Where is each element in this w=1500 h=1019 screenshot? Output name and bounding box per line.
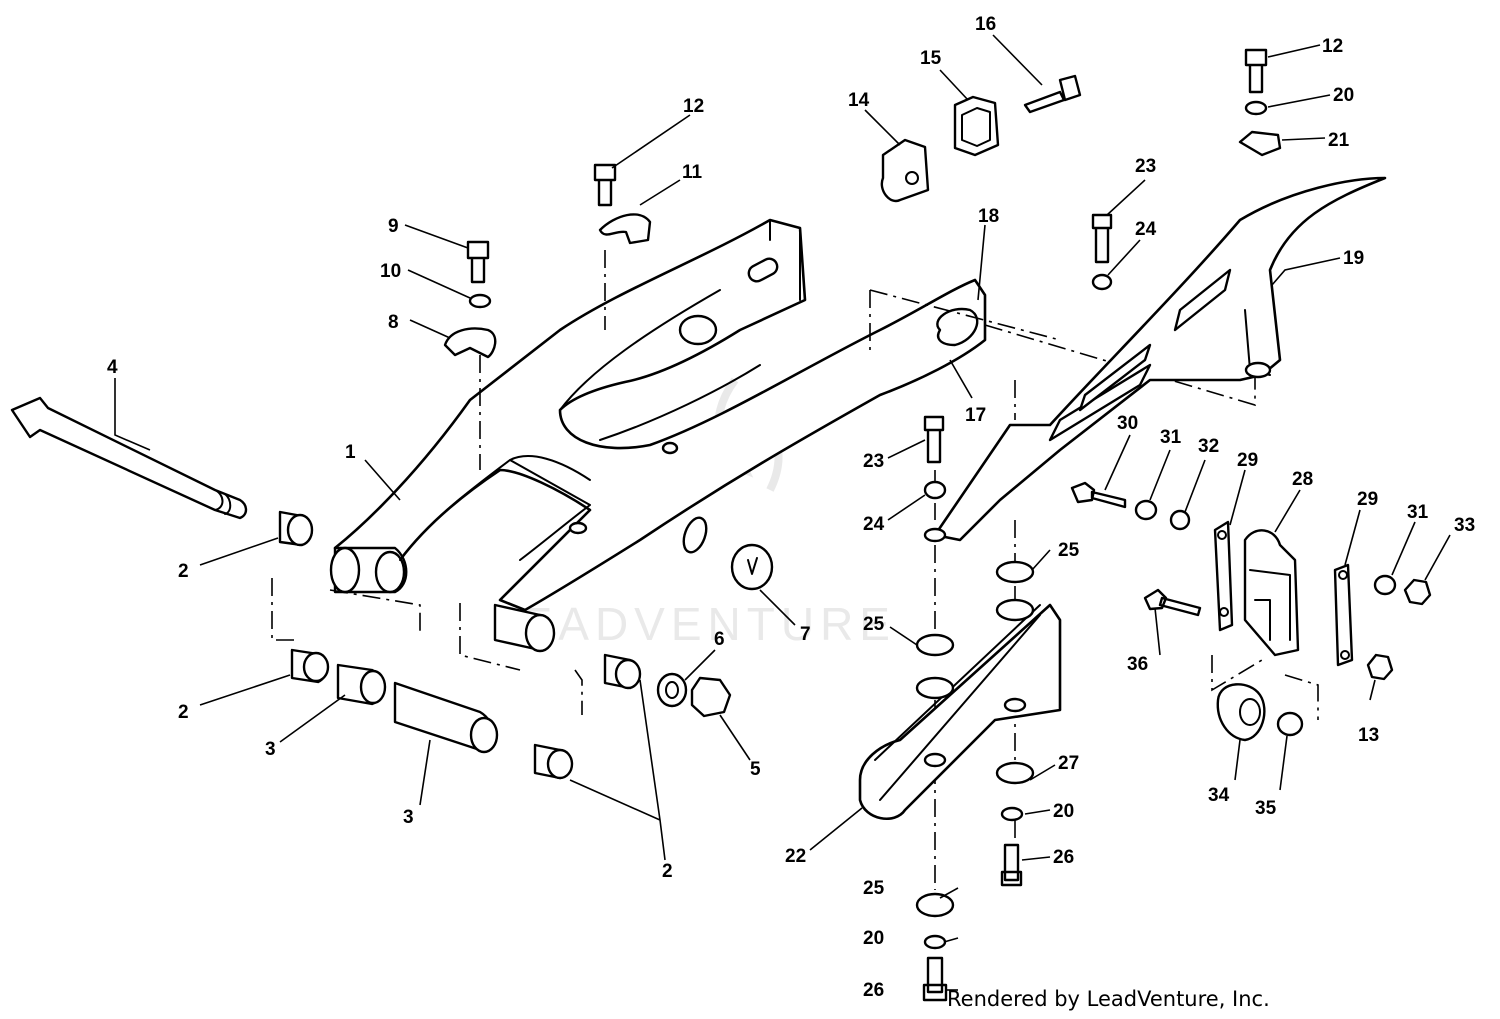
washer — [1000, 806, 1024, 822]
callout-23: 23 — [1135, 156, 1156, 177]
callout-32: 32 — [1198, 436, 1219, 457]
callout-10: 10 — [380, 261, 401, 282]
callout-2: 2 — [178, 702, 189, 723]
callout-31: 31 — [1160, 427, 1182, 448]
swing-arm — [329, 218, 987, 653]
link-plate — [1333, 563, 1354, 667]
chain-guide-block — [880, 138, 930, 203]
rubber-grommet — [915, 560, 1035, 918]
flat-washer — [656, 672, 688, 708]
roller-bushing — [1276, 711, 1304, 737]
bolt — [466, 48, 1268, 464]
callout-24: 24 — [863, 514, 885, 535]
callout-21: 21 — [1328, 130, 1350, 151]
callout-1: 1 — [345, 442, 356, 463]
washer — [923, 934, 947, 950]
callout-13: 13 — [1358, 725, 1379, 746]
collar — [923, 480, 947, 500]
callout-18: 18 — [978, 206, 999, 227]
callout-12: 12 — [683, 96, 704, 117]
callout-17: 17 — [965, 405, 986, 426]
adjuster-bolt — [1023, 74, 1082, 114]
callout-25: 25 — [863, 614, 885, 635]
collar — [1091, 273, 1113, 291]
callout-26: 26 — [863, 980, 884, 1001]
callout-12: 12 — [1322, 36, 1343, 57]
callout-24: 24 — [1135, 219, 1157, 240]
callout-20: 20 — [863, 928, 884, 949]
bolt — [1070, 481, 1127, 509]
link-plate — [1213, 520, 1234, 632]
callout-20: 20 — [1333, 85, 1354, 106]
callout-28: 28 — [1292, 469, 1313, 490]
callout-16: 16 — [975, 14, 996, 35]
tensioner-arm — [1243, 529, 1300, 657]
chain-guard — [923, 176, 1387, 543]
callout-11: 11 — [682, 162, 703, 183]
callout-9: 9 — [388, 216, 399, 237]
callout-6: 6 — [714, 629, 725, 650]
callout-36: 36 — [1127, 654, 1148, 675]
collar — [1373, 574, 1397, 596]
callout-31: 31 — [1407, 502, 1429, 523]
tensioner-roller — [1216, 683, 1266, 742]
callout-8: 8 — [388, 312, 399, 333]
callout-22: 22 — [785, 846, 806, 867]
callout-23: 23 — [863, 451, 884, 472]
spacer — [336, 663, 499, 754]
callout-19: 19 — [1343, 248, 1364, 269]
callout-2: 2 — [662, 861, 673, 882]
callout-25: 25 — [1058, 540, 1080, 561]
callout-26: 26 — [1053, 847, 1074, 868]
callout-29: 29 — [1237, 450, 1258, 471]
callout-25: 25 — [863, 878, 885, 899]
callout-29: 29 — [1357, 489, 1378, 510]
needle-bearing — [278, 510, 642, 780]
callout-33: 33 — [1454, 515, 1475, 536]
callout-30: 30 — [1117, 413, 1138, 434]
callout-labels: 1 2 2 2 3 3 4 5 6 7 8 9 10 11 12 12 13 1… — [107, 14, 1475, 1001]
callout-14: 14 — [848, 90, 870, 111]
nut — [1403, 578, 1432, 606]
callout-27: 27 — [1058, 753, 1079, 774]
grommet — [1238, 130, 1282, 157]
leader-lines — [114, 34, 1451, 991]
callout-3: 3 — [265, 739, 276, 760]
bolt — [922, 956, 948, 1002]
chain-slider — [858, 603, 1062, 820]
nut — [1366, 653, 1394, 681]
callout-4: 4 — [107, 357, 118, 378]
render-credit: Rendered by LeadVenture, Inc. — [947, 987, 1270, 1011]
cable-clamp — [443, 327, 497, 359]
bolt — [1143, 588, 1202, 617]
bolt — [1000, 843, 1023, 887]
callout-5: 5 — [750, 759, 761, 780]
hose-clamp — [598, 213, 652, 245]
callout-3: 3 — [403, 807, 414, 828]
callout-35: 35 — [1255, 798, 1277, 819]
pivot-axle — [10, 396, 248, 520]
callout-20: 20 — [1053, 801, 1074, 822]
callout-7: 7 — [800, 624, 811, 645]
spacer-collar — [1169, 509, 1191, 531]
callout-15: 15 — [920, 48, 942, 69]
end-cap — [730, 543, 774, 591]
washer — [468, 293, 492, 309]
washer — [1244, 100, 1268, 116]
callout-2: 2 — [178, 561, 189, 582]
callout-34: 34 — [1208, 785, 1230, 806]
lock-nut — [690, 676, 732, 718]
watermark-text: LEADVENTURE — [490, 598, 896, 650]
washer — [1134, 499, 1158, 521]
